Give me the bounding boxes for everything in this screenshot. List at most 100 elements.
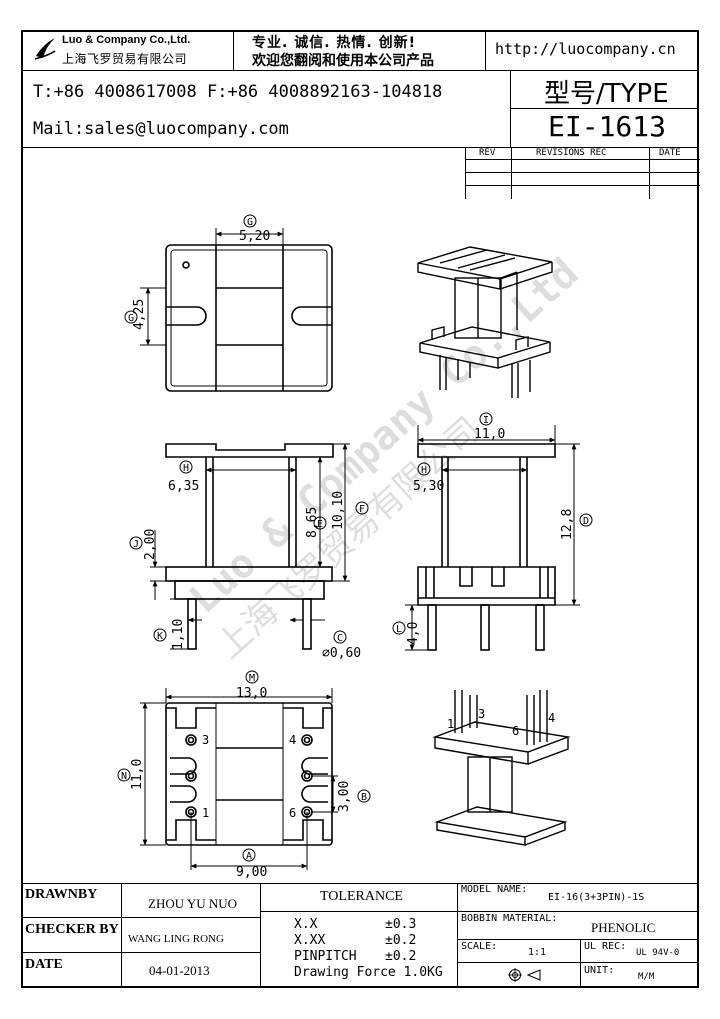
isometric-view-bottom — [432, 690, 571, 846]
unit-value: M/M — [638, 972, 655, 982]
callout-m-bottom: M — [245, 670, 259, 684]
svg-text:E: E — [317, 519, 323, 530]
svg-text:C: C — [337, 633, 343, 644]
drawnby-label: DRAWNBY — [25, 887, 98, 902]
pin-numbers: 3 4 1 6 1 3 6 4 — [202, 707, 555, 820]
tolerance-divider — [260, 911, 457, 912]
drawing-force: Drawing Force 1.0KG — [294, 965, 443, 980]
footer-left-row-2 — [21, 952, 260, 953]
pin-1: 1 — [202, 806, 209, 820]
drawnby-value: ZHOU YU NUO — [148, 896, 238, 911]
svg-text:G: G — [247, 217, 253, 228]
revisions-col-header: REVISIONS REC — [536, 148, 607, 158]
front-view — [150, 443, 350, 650]
callout-h-side: H — [417, 462, 431, 476]
callout-e-front: E — [313, 516, 327, 530]
svg-text:F: F — [359, 504, 365, 515]
type-value: EI-1613 — [548, 110, 667, 143]
company-name-cn: 上海飞罗贸易有限公司 — [62, 52, 188, 66]
side-view — [405, 425, 580, 651]
dim-i-side: 11,0 — [474, 427, 505, 442]
footer-right-row-3 — [457, 962, 699, 963]
slogan-line-2: 欢迎您翻阅和使用本公司产品 — [252, 53, 434, 69]
callout-f-front: F — [355, 501, 369, 515]
website-link[interactable]: http://luocompany.cn — [495, 40, 676, 58]
dim-k-front: 1,10 — [171, 619, 186, 650]
tol-xxx-value: ±0.2 — [385, 933, 417, 948]
email-address[interactable]: Mail:sales@luocompany.com — [33, 119, 289, 139]
isometric-view-top — [417, 246, 553, 398]
callout-n-bottom: N — [117, 768, 131, 782]
reference-callouts: G G H E F J K C I H D L M N B A — [117, 214, 593, 862]
dim-a-bottom: 9,00 — [236, 865, 267, 880]
header-divider-2 — [21, 147, 699, 148]
footer-right-row-1 — [457, 911, 699, 912]
date-value: 04-01-2013 — [149, 963, 210, 978]
svg-text:K: K — [157, 631, 163, 642]
svg-text:H: H — [421, 465, 427, 476]
callout-d-side: D — [579, 513, 593, 527]
unit-label: UNIT: — [584, 965, 615, 976]
dim-c-front: ⌀0,60 — [322, 646, 361, 661]
tol-pin-value: ±0.2 — [385, 949, 417, 964]
scale-label: SCALE: — [461, 941, 498, 952]
bottom-view — [140, 688, 338, 870]
svg-text:G: G — [128, 313, 134, 324]
footer-right-row-2 — [457, 939, 699, 940]
callout-j-front: J — [129, 536, 143, 550]
dim-n-bottom: 11,0 — [130, 759, 145, 790]
dimension-labels: 5,20 4,25 6,35 8,65 10,10 2,00 1,10 ⌀0,6… — [130, 229, 575, 880]
iso-pin-3: 3 — [478, 707, 485, 721]
callout-c-front: C — [333, 630, 347, 644]
svg-text:H: H — [183, 463, 189, 474]
iso-pin-1: 1 — [447, 717, 454, 731]
scale-value: 1:1 — [528, 947, 547, 958]
type-divider — [510, 108, 699, 109]
dim-e-front: 8,65 — [305, 507, 320, 538]
revision-table: REV REVISIONS REC DATE — [465, 147, 700, 199]
dim-g-left: 4,25 — [132, 299, 147, 330]
drawing-frame — [21, 30, 699, 988]
footer-vline-2 — [260, 883, 261, 988]
top-view — [140, 228, 333, 392]
svg-text:A: A — [246, 851, 252, 862]
tol-xx-value: ±0.3 — [385, 917, 417, 932]
footer-vline-3 — [457, 883, 458, 988]
model-label: MODEL NAME: — [461, 884, 528, 895]
callout-a-bottom: A — [242, 848, 256, 862]
dim-j-front: 2,00 — [143, 529, 158, 560]
dim-d-side: 12,8 — [560, 509, 575, 540]
footer-vline-1 — [121, 883, 122, 988]
dim-m-bottom: 13,0 — [236, 686, 267, 701]
type-label: 型号/TYPE — [544, 79, 669, 109]
header-divider-1 — [21, 70, 699, 71]
footer-right-vline — [580, 939, 581, 988]
tol-xx-label: X.X — [294, 917, 318, 932]
dim-l-side: 4,0 — [406, 622, 421, 645]
date-label: DATE — [25, 957, 63, 972]
svg-text:L: L — [396, 624, 402, 635]
checker-label: CHECKER BY — [25, 922, 119, 937]
callout-g-top: G — [243, 214, 257, 228]
callout-k-front: K — [153, 628, 167, 642]
slogan-line-1: 专业. 诚信. 热情. 创新! — [252, 35, 416, 51]
svg-text:D: D — [583, 516, 589, 527]
dim-h-side: 5,30 — [413, 479, 444, 494]
company-logo — [33, 36, 57, 62]
dim-h-front: 6,35 — [168, 479, 199, 494]
tolerance-label: TOLERANCE — [320, 889, 403, 904]
dim-b-bottom: 3,00 — [337, 781, 352, 812]
bobbin-label: BOBBIN MATERIAL: — [461, 913, 558, 924]
svg-text:J: J — [133, 539, 139, 550]
tol-pin-label: PINPITCH — [294, 949, 357, 964]
projection-symbol-icon — [508, 967, 544, 983]
pin-3: 3 — [202, 733, 209, 747]
date-col-header: DATE — [659, 148, 681, 158]
dim-g-top: 5,20 — [239, 229, 270, 244]
model-value: EI-16(3+3PIN)-1S — [548, 892, 645, 903]
phone-fax: T:+86 4008617008 F:+86 4008892163-104818 — [33, 82, 443, 102]
pin-6: 6 — [289, 806, 296, 820]
callout-l-side: L — [392, 621, 406, 635]
footer-left-row-1 — [21, 917, 260, 918]
callout-i-side: I — [479, 412, 493, 426]
